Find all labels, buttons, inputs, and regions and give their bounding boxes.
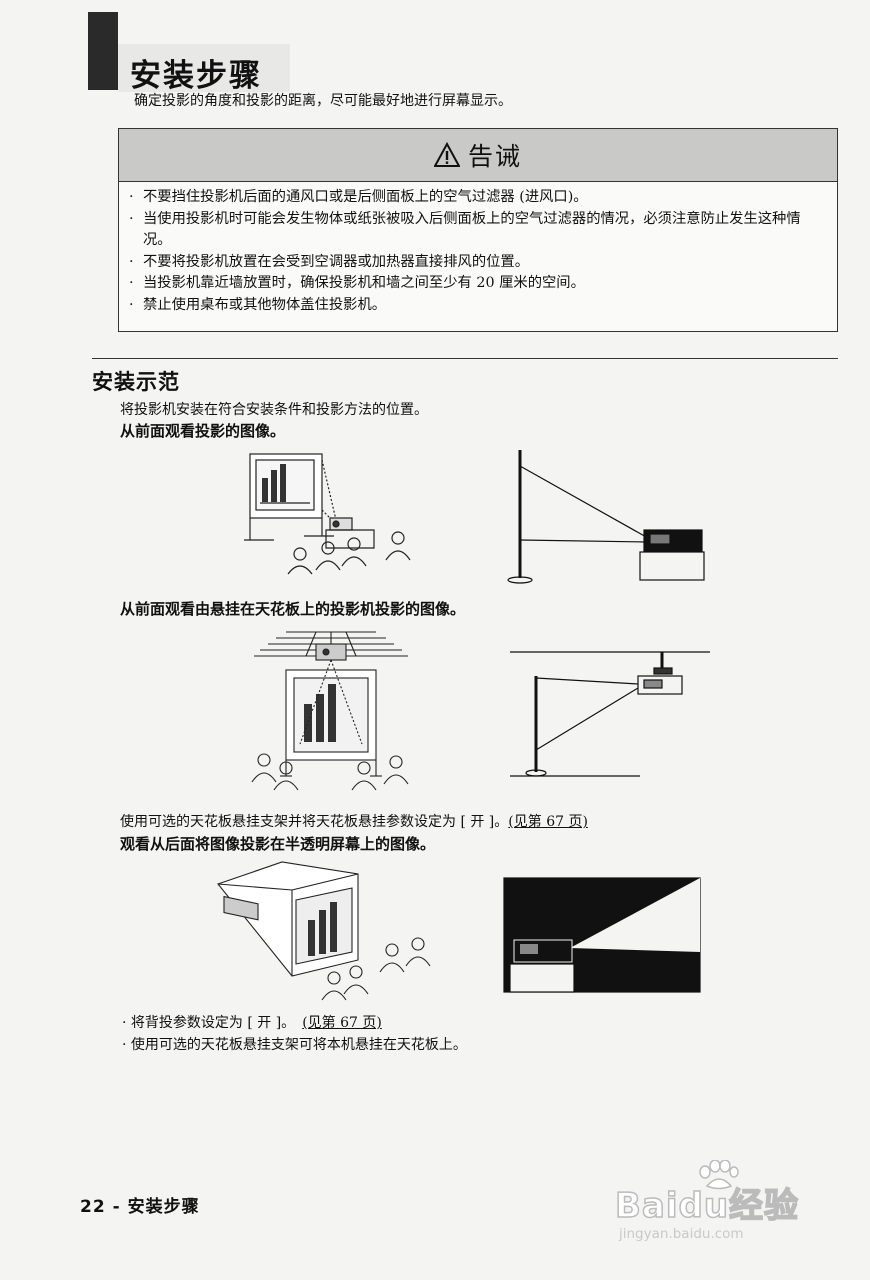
warning-item: 禁止使用桌布或其他物体盖住投影机。 — [129, 295, 823, 317]
rear-note-text: 将背投参数设定为 [ 开 ]。 — [130, 1015, 289, 1031]
ceiling-projection-illustration — [251, 631, 409, 791]
front-projection-side-diagram — [507, 450, 705, 584]
page-title: 安装步骤 — [130, 58, 262, 94]
warning-title: 告诫 — [467, 142, 522, 171]
warning-box: 告诫 不要挡住投影机后面的通风口或是后侧面板上的空气过滤器 (进风口)。 当使用… — [118, 128, 838, 332]
warning-item: 当使用投影机时可能会发生物体或纸张被吸入后侧面板上的空气过滤器的情况，必须注意防… — [129, 209, 823, 252]
baidu-jingyan-watermark: Baidu经验 jingyan.baidu.com — [614, 1160, 820, 1250]
warning-item: 不要挡住投影机后面的通风口或是后侧面板上的空气过滤器 (进风口)。 — [129, 187, 823, 209]
page-footer: 22 - 安装步骤 — [80, 1192, 200, 1217]
page-number: 22 — [80, 1197, 106, 1217]
baidu-logo-text: Baidu经验 — [614, 1185, 800, 1227]
page-reference-link[interactable]: (见第 67 页) — [508, 814, 588, 830]
ceiling-note: 使用可选的天花板悬挂支架并将天花板悬挂参数设定为 [ 开 ]。(见第 67 页) — [120, 811, 588, 831]
warning-list: 不要挡住投影机后面的通风口或是后侧面板上的空气过滤器 (进风口)。 当使用投影机… — [129, 187, 823, 316]
intro-text: 确定投影的角度和投影的距离，尽可能最好地进行屏幕显示。 — [134, 93, 512, 109]
footer-separator: - — [112, 1197, 121, 1217]
rear-note-item: 使用可选的天花板悬挂支架可将本机悬挂在天花板上。 — [122, 1034, 467, 1056]
rear-projection-side-diagram — [503, 877, 701, 993]
warning-item: 不要将投影机放置在会受到空调器或加热器直接排风的位置。 — [129, 252, 823, 274]
rear-projection-notes: 将背投参数设定为 [ 开 ]。 (见第 67 页) 使用可选的天花板悬挂支架可将… — [122, 1012, 467, 1056]
page-reference-link[interactable]: (见第 67 页) — [302, 1015, 382, 1031]
title-background — [118, 44, 290, 92]
section-description: 将投影机安装在符合安装条件和投影方法的位置。 — [120, 402, 428, 418]
paw-print-icon — [699, 1160, 739, 1190]
rear-projection-heading: 观看从后面将图像投影在半透明屏幕上的图像。 — [120, 835, 436, 853]
warning-triangle-icon — [433, 142, 460, 167]
front-projection-heading: 从前面观看投影的图像。 — [120, 422, 286, 440]
ceiling-projection-side-diagram — [510, 651, 710, 777]
title-marker-bar — [88, 12, 118, 90]
section-divider — [92, 358, 838, 359]
ceiling-projection-heading: 从前面观看由悬挂在天花板上的投影机投影的图像。 — [120, 600, 466, 618]
footer-section-name: 安装步骤 — [127, 1197, 200, 1217]
ceiling-note-text: 使用可选的天花板悬挂支架并将天花板悬挂参数设定为 [ 开 ]。 — [120, 814, 509, 830]
section-heading: 安装示范 — [92, 370, 180, 394]
warning-item: 当投影机靠近墙放置时，确保投影机和墙之间至少有 20 厘米的空间。 — [129, 273, 823, 295]
watermark-url: jingyan.baidu.com — [619, 1226, 744, 1242]
warning-header: 告诫 — [119, 129, 837, 182]
front-projection-illustration — [244, 453, 411, 575]
rear-note-item: 将背投参数设定为 [ 开 ]。 (见第 67 页) — [122, 1012, 467, 1034]
rear-projection-illustration — [217, 861, 431, 1001]
